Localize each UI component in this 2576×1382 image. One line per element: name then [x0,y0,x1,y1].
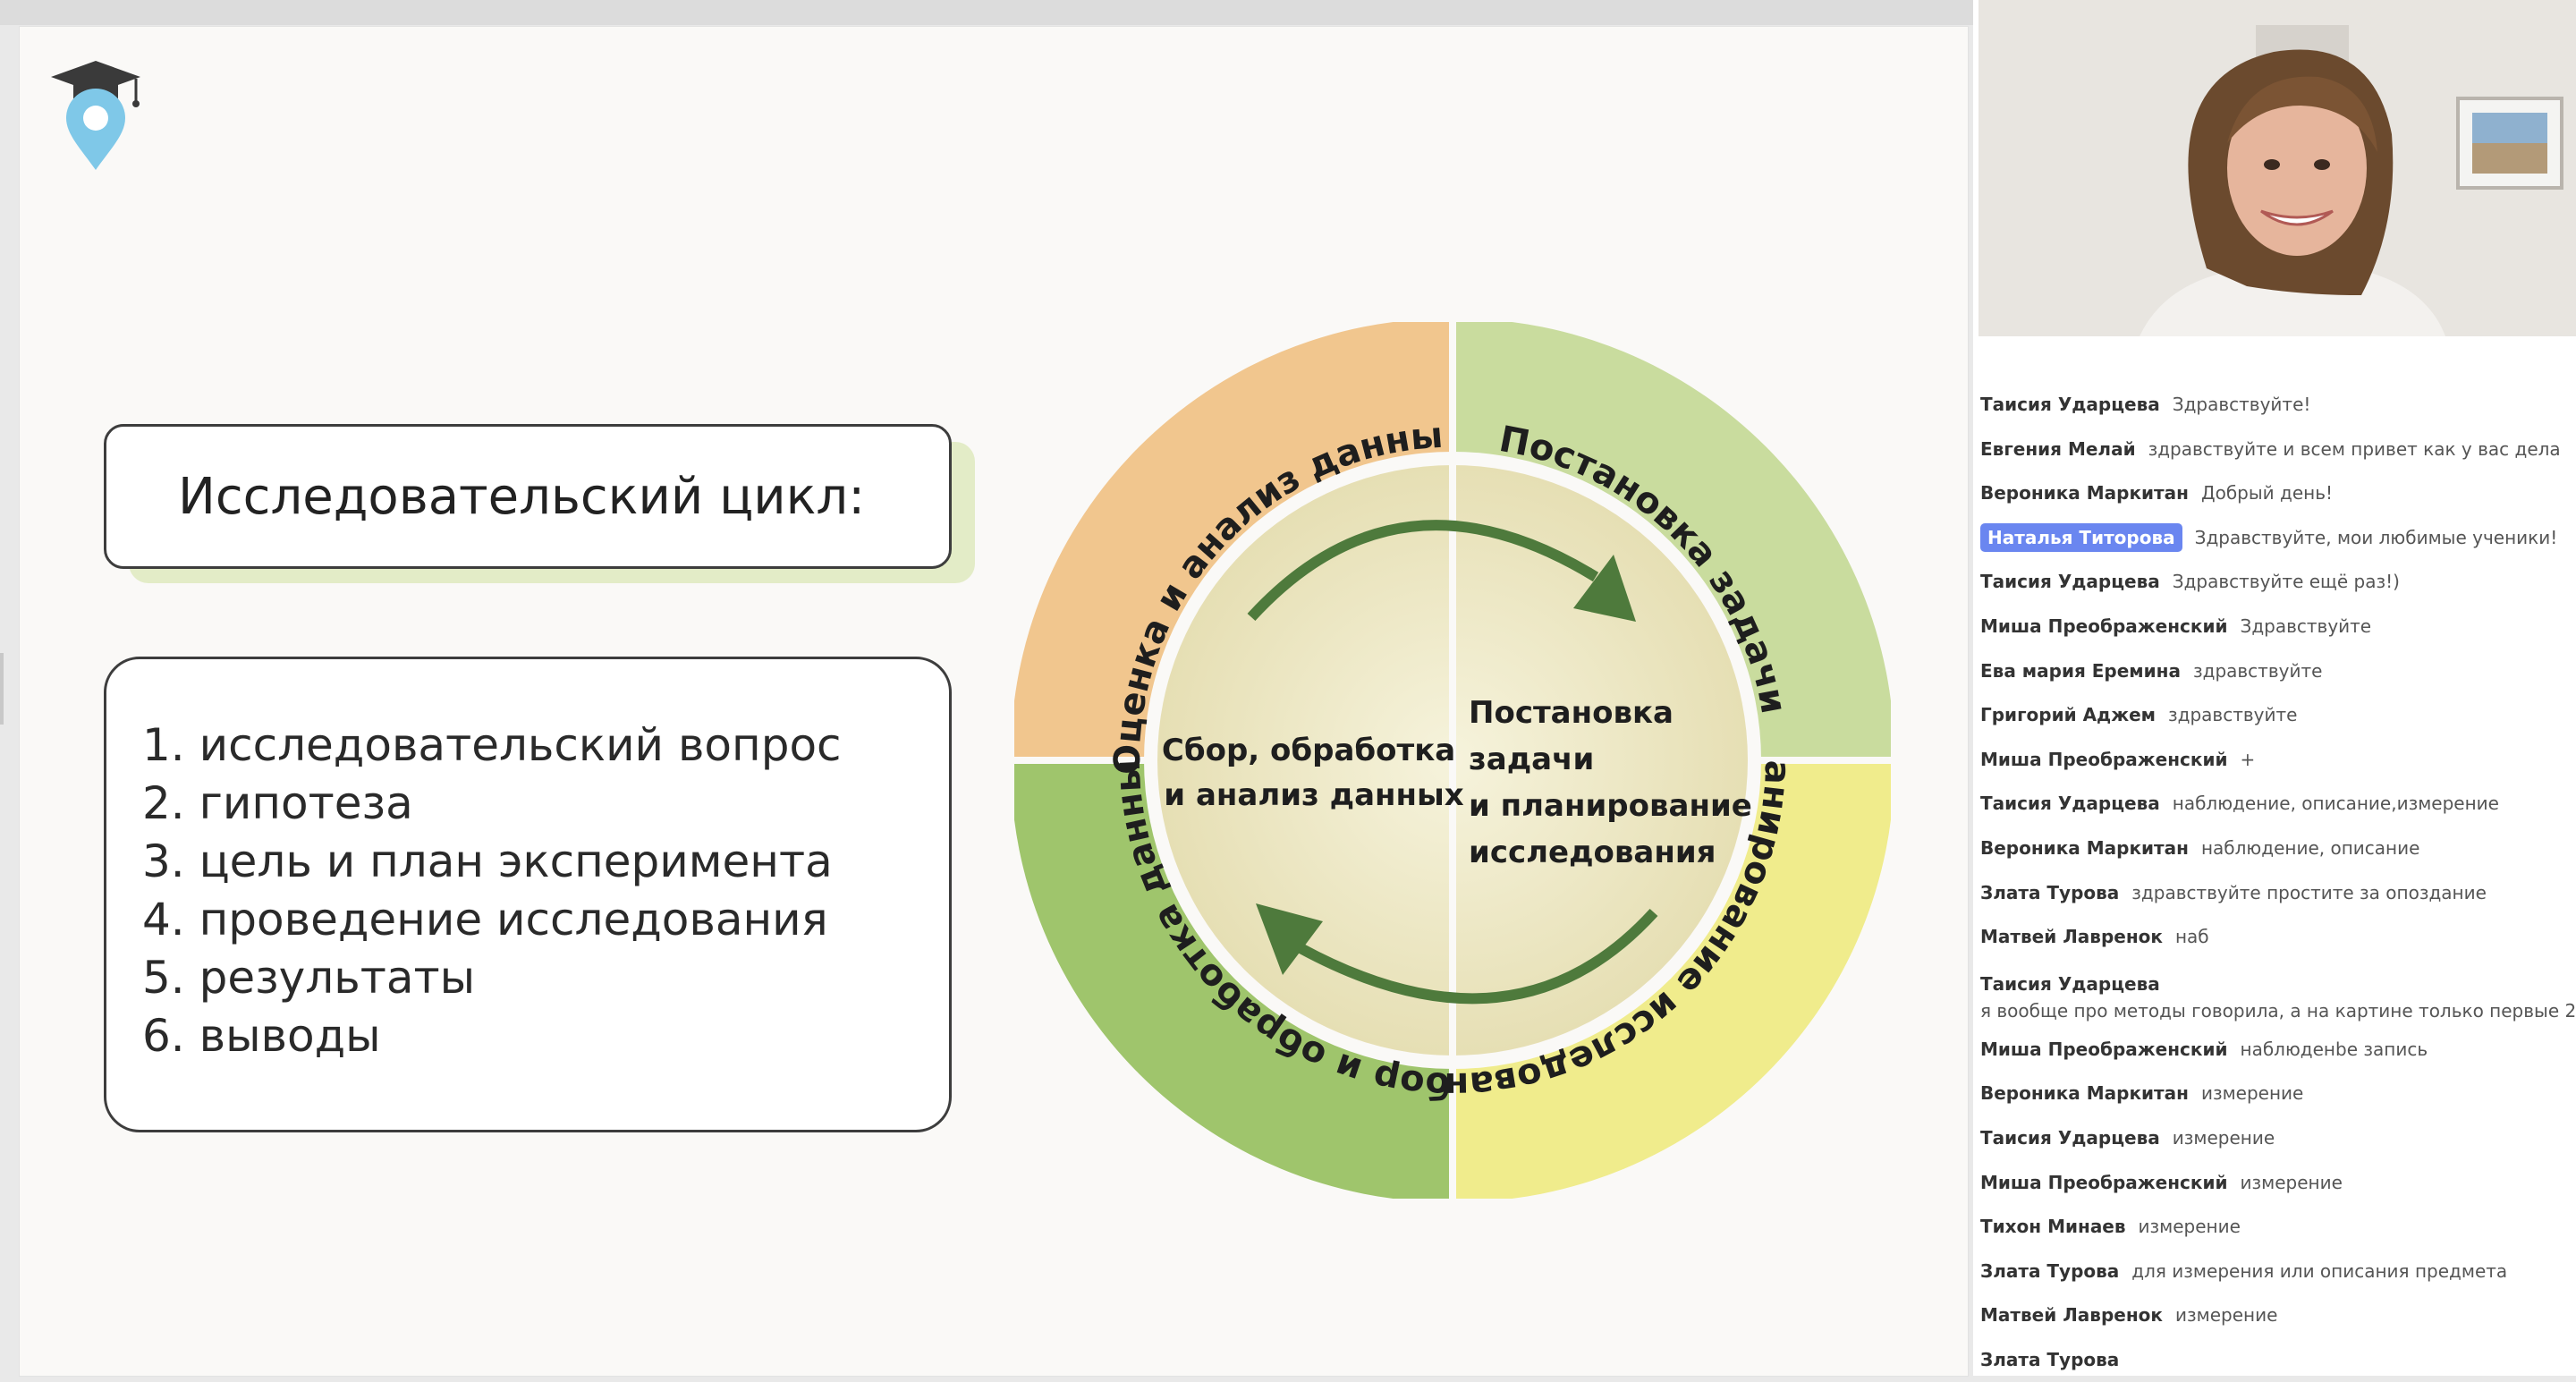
chat-author: Евгения Мелай [1980,437,2136,460]
step-item: 3. цель и план эксперимента [142,835,833,887]
chat-author: Таисия Ударцева [1980,793,2160,815]
chat-author: Злата Турова [1980,881,2120,903]
chat-text: для измерения или описания предмета [2131,1259,2508,1282]
chat-author: Злата Турова [1980,1259,2120,1282]
chat-message: Таисия Ударцева наблюдение, описание,изме… [1973,782,2576,827]
chat-message: Ева мария Еремина здравствуйте [1973,649,2576,694]
chat-text: измерение [2240,1171,2343,1193]
chat-text: измерение [2138,1216,2241,1238]
cycle-arrow-top [1247,520,1599,622]
title-box: Исследовательский цикл: [104,424,952,569]
chat-message: Матвей Лавренок наб [1973,915,2576,960]
chat-author: Таисия Ударцева [1980,972,2160,995]
chat-text: измерение [2200,1082,2304,1105]
cycle-arrow-bottom [1298,908,1658,1005]
chat-text: Здравствуйте [2240,615,2372,637]
cycle-arrow-bottom-head [1256,903,1323,975]
research-cycle-diagram: Оценка и анализ данных Постановка задачи… [1014,322,1891,1199]
chat-text: Здравствуйте, мои любимые ученики! [2194,526,2558,548]
chat-message: Таисия Ударцева измерение [1973,1116,2576,1161]
chat-author: Тихон Минаев [1980,1216,2126,1238]
inner-right-line4: исследования [1469,835,1716,870]
scroll-edge [0,653,4,725]
chat-log: Таисия Ударцева Здравствуйте! Евгения Мел… [1973,383,2576,1382]
chat-message: Тихон Минаев измерение [1973,1205,2576,1250]
chat-text: наблюдение, описание [2200,836,2420,859]
inner-left-line2: и анализ данных [1164,777,1463,813]
chat-message: Вероника Маркитан измерение [1973,1072,2576,1116]
chat-message-highlighted: Наталья Титорова Здравствуйте, мои любимы… [1973,516,2576,561]
inner-right-line1: Постановка [1469,695,1674,731]
chat-text: здравствуйте [2192,659,2323,682]
chat-message: Миша Преображенский + [1973,738,2576,783]
step-item: 1. исследовательский вопрос [142,719,842,771]
chat-message: Вероника Маркитан Добрый день! [1973,471,2576,516]
chat-author: Таисия Ударцева [1980,571,2160,593]
presentation-slide: Исследовательский цикл: 1. исследователь… [20,27,1968,1376]
step-item: 6. выводы [142,1010,381,1062]
chat-author-badge: Наталья Титорова [1980,522,2182,552]
inner-left-line1: Сбор, обработка [1162,733,1455,768]
steps-list: 1. исследовательский вопрос 2. гипотеза … [104,657,952,1132]
step-item: 4. проведение исследования [142,894,828,945]
chat-text: Здравствуйте ещё раз!) [2172,571,2400,593]
chat-author: Миша Преображенский [1980,1038,2228,1060]
chat-message: Таисия Ударцева Здравствуйте ещё раз!) [1973,560,2576,605]
chat-message: Таисия Ударцева Здравствуйте! [1973,383,2576,428]
chat-text: измерение [2172,1126,2275,1149]
chat-message: Таисия Ударцева я вообще про методы говор… [1973,960,2576,1028]
chat-text: измерение [2174,1304,2278,1327]
chat-author: Вероника Маркитан [1980,1082,2189,1105]
chat-message: Миша Преображенский наблюденbе запись [1973,1028,2576,1073]
top-bar [0,0,1973,25]
chat-message: Злата Турова для измерения или описания п… [1973,1250,2576,1294]
chat-text: + [2240,748,2256,770]
chat-message: Миша Преображенский Здравствуйте [1973,605,2576,649]
chat-author: Григорий Аджем [1980,704,2157,726]
chat-message: Матвей Лавренок измерение [1973,1293,2576,1338]
chat-text: наблюдение, описание,измерение [2172,793,2499,815]
inner-right-line3: и планирование [1469,788,1752,824]
chat-message: Вероника Маркитан наблюдение, описание [1973,827,2576,871]
chat-author: Ева мария Еремина [1980,659,2181,682]
chat-author: Миша Преображенский [1980,1171,2228,1193]
svg-text:Сбор, обработка и анализ: Сбор, обработка и анализ данных [1162,733,1466,813]
chat-author: Матвей Лавренок [1980,926,2163,948]
chat-text: здравствуйте простите за опоздание [2131,881,2487,903]
chat-text: наб [2174,926,2209,948]
chat-text: Добрый день! [2200,482,2334,504]
chat-text: я вообще про методы говорила, а на карти… [1980,999,2576,1022]
chat-message: Евгения Мелай здравствуйте и всем привет … [1973,428,2576,472]
chat-author: Миша Преображенский [1980,615,2228,637]
chat-text: здравствуйте [2168,704,2298,726]
chat-author: Матвей Лавренок [1980,1304,2163,1327]
slide-title: Исследовательский цикл: [178,467,866,526]
cycle-arrow-top-head [1573,555,1636,622]
step-item: 2. гипотеза [142,777,413,829]
chat-author: Миша Преображенский [1980,748,2228,770]
chat-message: Злата Турова здравствуйте простите за опо… [1973,871,2576,916]
chat-author: Таисия Ударцева [1980,394,2160,415]
chat-author: Вероника Маркитан [1980,482,2189,504]
presenter-video[interactable] [1979,0,2576,336]
chat-message: Григорий Аджем здравствуйте [1973,693,2576,738]
chat-author: Злата Турова [1980,1348,2120,1370]
chat-text: наблюденbе запись [2240,1038,2428,1060]
chat-author: Вероника Маркитан [1980,836,2189,859]
inner-right-line2: задачи [1469,742,1594,777]
chat-message: Миша Преображенский измерение [1973,1161,2576,1206]
sidebar-panel: Таисия Ударцева Здравствуйте! Евгения Мел… [1973,0,2576,1376]
chat-message: Злата Турова [1973,1338,2576,1382]
step-item: 5. результаты [142,952,476,1004]
svg-text:Постановка задачи: Постановка задачи и планирование исследо… [1469,695,1763,870]
chat-author: Таисия Ударцева [1980,1126,2160,1149]
chat-text: Здравствуйте! [2172,394,2311,415]
school-logo-icon [51,61,140,170]
chat-text: здравствуйте и всем привет как у вас дел… [2148,437,2561,460]
